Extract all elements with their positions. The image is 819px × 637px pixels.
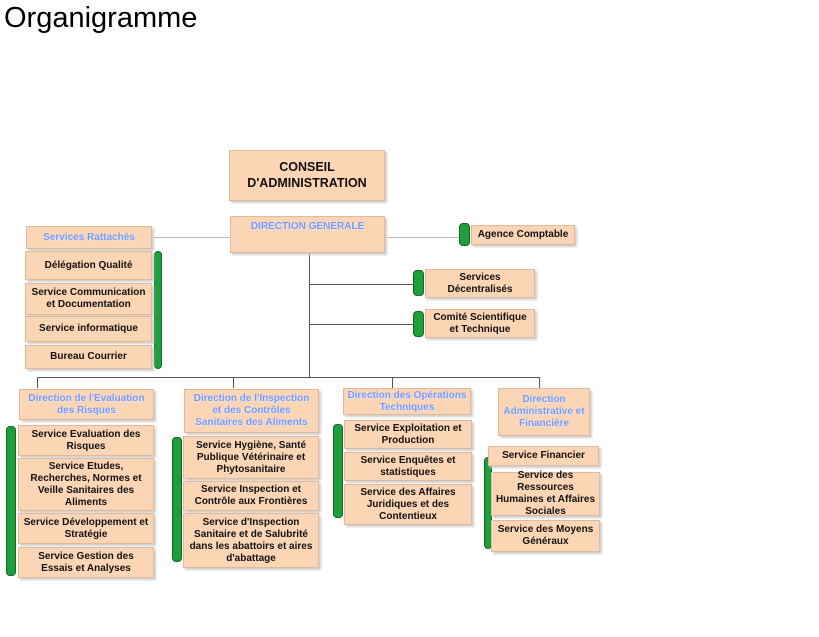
- service-developpement-strategie-box: Service Développement et Stratégie: [18, 513, 154, 544]
- service-exploitation-box: Service Exploitation et Production: [344, 420, 472, 449]
- service-label: Service des Moyens Généraux: [497, 524, 594, 547]
- service-financier-box: Service Financier: [488, 446, 599, 466]
- service-evaluation-risques-box: Service Evaluation des Risques: [18, 425, 154, 456]
- service-affaires-juridiques-box: Service des Affaires Juridiques et des C…: [344, 484, 472, 525]
- comite-scientifique-label: Comité Scientifique et Technique: [433, 311, 527, 335]
- connector-line: [309, 253, 310, 378]
- agence-comptable-bar: [459, 223, 470, 246]
- service-label: Service Développement et Stratégie: [23, 516, 149, 540]
- services-rattaches-label: Services Rattachés: [43, 231, 135, 243]
- direction-3-bar: [333, 424, 343, 518]
- connector-line: [309, 284, 413, 285]
- direction-evaluation-risques-header: Direction de l'Evaluation des Risques: [19, 389, 154, 420]
- direction-administrative-financiere-header: Direction Administrative et Financière: [498, 388, 590, 436]
- services-rattaches-header: Services Rattachés: [26, 226, 152, 249]
- service-label: Service Exploitation et Production: [354, 422, 462, 446]
- service-moyens-generaux-box: Service des Moyens Généraux: [491, 520, 600, 552]
- service-label: Service informatique: [39, 323, 138, 334]
- service-label: Service Financier: [502, 450, 585, 461]
- service-label: Délégation Qualité: [44, 259, 133, 271]
- direction-generale-label: DIRECTION GENERALE: [250, 221, 365, 232]
- service-ressources-humaines-box: Service des Ressources Humaines et Affai…: [491, 470, 600, 517]
- direction-1-bar: [6, 426, 16, 576]
- services-rattaches-bar: [154, 251, 162, 369]
- service-label: Service Inspection et Contrôle aux Front…: [194, 484, 308, 507]
- service-label: Bureau Courrier: [50, 351, 127, 362]
- service-inspection-frontieres-box: Service Inspection et Contrôle aux Front…: [183, 481, 319, 511]
- services-decentralises-box: Services Décentralisés: [425, 269, 535, 298]
- direction-generale-box: DIRECTION GENERALE: [230, 216, 385, 253]
- connector-line: [37, 377, 540, 378]
- connector-line: [152, 237, 230, 238]
- connector-line: [233, 377, 234, 388]
- service-hygiene-box: Service Hygiène, Santé Publique Vétérina…: [183, 436, 319, 479]
- direction-label: Direction Administrative et Financière: [503, 394, 585, 429]
- agence-comptable-label: Agence Comptable: [477, 229, 569, 240]
- service-informatique-box: Service informatique: [25, 316, 152, 342]
- conseil-administration-label: CONSEIL D'ADMINISTRATION: [247, 159, 367, 190]
- service-enquetes-box: Service Enquêtes et statistiques: [344, 452, 472, 481]
- service-inspection-abattoirs-box: Service d'Inspection Sanitaire et de Sal…: [183, 513, 319, 568]
- service-label: Service Etudes, Recherches, Normes et Ve…: [30, 460, 142, 508]
- service-label: Service Evaluation des Risques: [31, 428, 141, 452]
- direction-inspection-header: Direction de l'Inspection et des Contrôl…: [184, 389, 319, 433]
- comite-bar: [413, 311, 424, 337]
- service-label: Service d'Inspection Sanitaire et de Sal…: [189, 516, 313, 564]
- delegation-qualite-box: Délégation Qualité: [25, 251, 152, 280]
- connector-line: [392, 377, 393, 388]
- connector-line: [385, 237, 461, 238]
- connector-line: [37, 377, 38, 388]
- service-label: Service Hygiène, Santé Publique Vétérina…: [195, 439, 307, 475]
- service-label: Service des Affaires Juridiques et des C…: [360, 486, 456, 522]
- service-label: Service Gestion des Essais et Analyses: [38, 550, 134, 574]
- services-decentralises-bar: [413, 270, 424, 296]
- bureau-courrier-box: Bureau Courrier: [25, 345, 152, 369]
- page-title: Organigramme: [4, 2, 198, 34]
- direction-2-bar: [172, 437, 182, 562]
- services-decentralises-label: Services Décentralisés: [447, 271, 513, 295]
- comite-scientifique-box: Comité Scientifique et Technique: [425, 309, 535, 338]
- direction-label: Direction des Opérations Techniques: [347, 389, 467, 413]
- service-gestion-essais-box: Service Gestion des Essais et Analyses: [18, 547, 154, 578]
- service-label: Service des Ressources Humaines et Affai…: [495, 470, 596, 517]
- service-etudes-recherches-box: Service Etudes, Recherches, Normes et Ve…: [18, 458, 154, 511]
- service-communication-box: Service Communication et Documentation: [25, 283, 152, 315]
- agence-comptable-box: Agence Comptable: [471, 225, 575, 245]
- direction-label: Direction de l'Evaluation des Risques: [28, 392, 145, 416]
- service-label: Service Enquêtes et statistiques: [360, 454, 456, 478]
- direction-label: Direction de l'Inspection et des Contrôl…: [193, 393, 310, 428]
- conseil-administration-box: CONSEIL D'ADMINISTRATION: [229, 150, 385, 201]
- service-label: Service Communication et Documentation: [31, 287, 146, 310]
- connector-line: [539, 377, 540, 388]
- connector-line: [309, 324, 413, 325]
- direction-operations-techniques-header: Direction des Opérations Techniques: [343, 388, 471, 415]
